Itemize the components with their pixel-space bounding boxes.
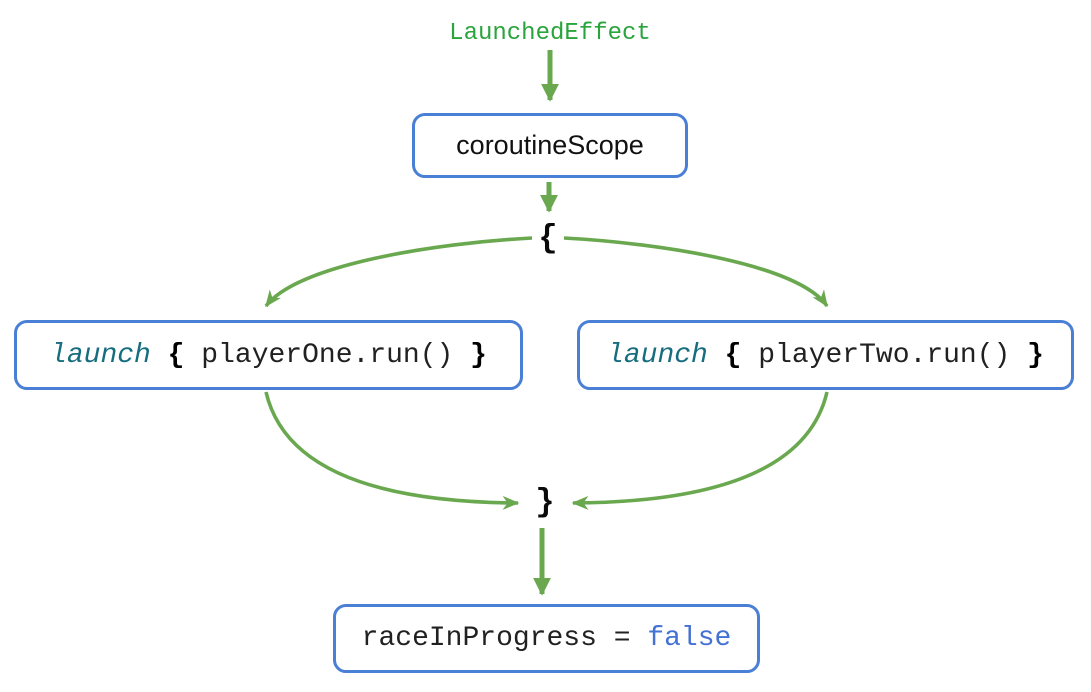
player-two-call: playerTwo.run() xyxy=(758,339,1011,371)
close-brace-inline: } xyxy=(1010,339,1044,371)
coroutine-scope-label: coroutineScope xyxy=(456,130,644,160)
close-brace-inline: } xyxy=(453,339,487,371)
close-brace: } xyxy=(535,484,555,521)
arrow-fork-right-icon xyxy=(563,236,829,308)
open-brace-inline: { xyxy=(150,339,202,371)
coroutine-scope-node: coroutineScope xyxy=(412,113,688,178)
arrow-join-left-icon xyxy=(264,391,520,510)
launched-effect-label: LaunchedEffect xyxy=(449,20,651,47)
player-one-call: playerOne.run() xyxy=(201,339,454,371)
launch-keyword: launch xyxy=(50,339,151,371)
launch-player-one-node: launch { playerOne.run() } xyxy=(14,320,523,390)
launch-player-two-node: launch { playerTwo.run() } xyxy=(577,320,1074,390)
race-in-progress-assignment: raceInProgress = xyxy=(361,623,648,654)
open-brace: { xyxy=(538,220,558,257)
launch-player-two-code: launch { playerTwo.run() } xyxy=(607,340,1044,371)
arrow-join-right-icon xyxy=(571,391,829,510)
race-in-progress-code: raceInProgress = false xyxy=(362,623,732,654)
race-in-progress-node: raceInProgress = false xyxy=(333,604,760,673)
arrow-fork-left-icon xyxy=(264,236,533,308)
launch-keyword: launch xyxy=(607,339,708,371)
false-value: false xyxy=(647,623,732,654)
open-brace-inline: { xyxy=(707,339,759,371)
launch-player-one-code: launch { playerOne.run() } xyxy=(50,340,487,371)
